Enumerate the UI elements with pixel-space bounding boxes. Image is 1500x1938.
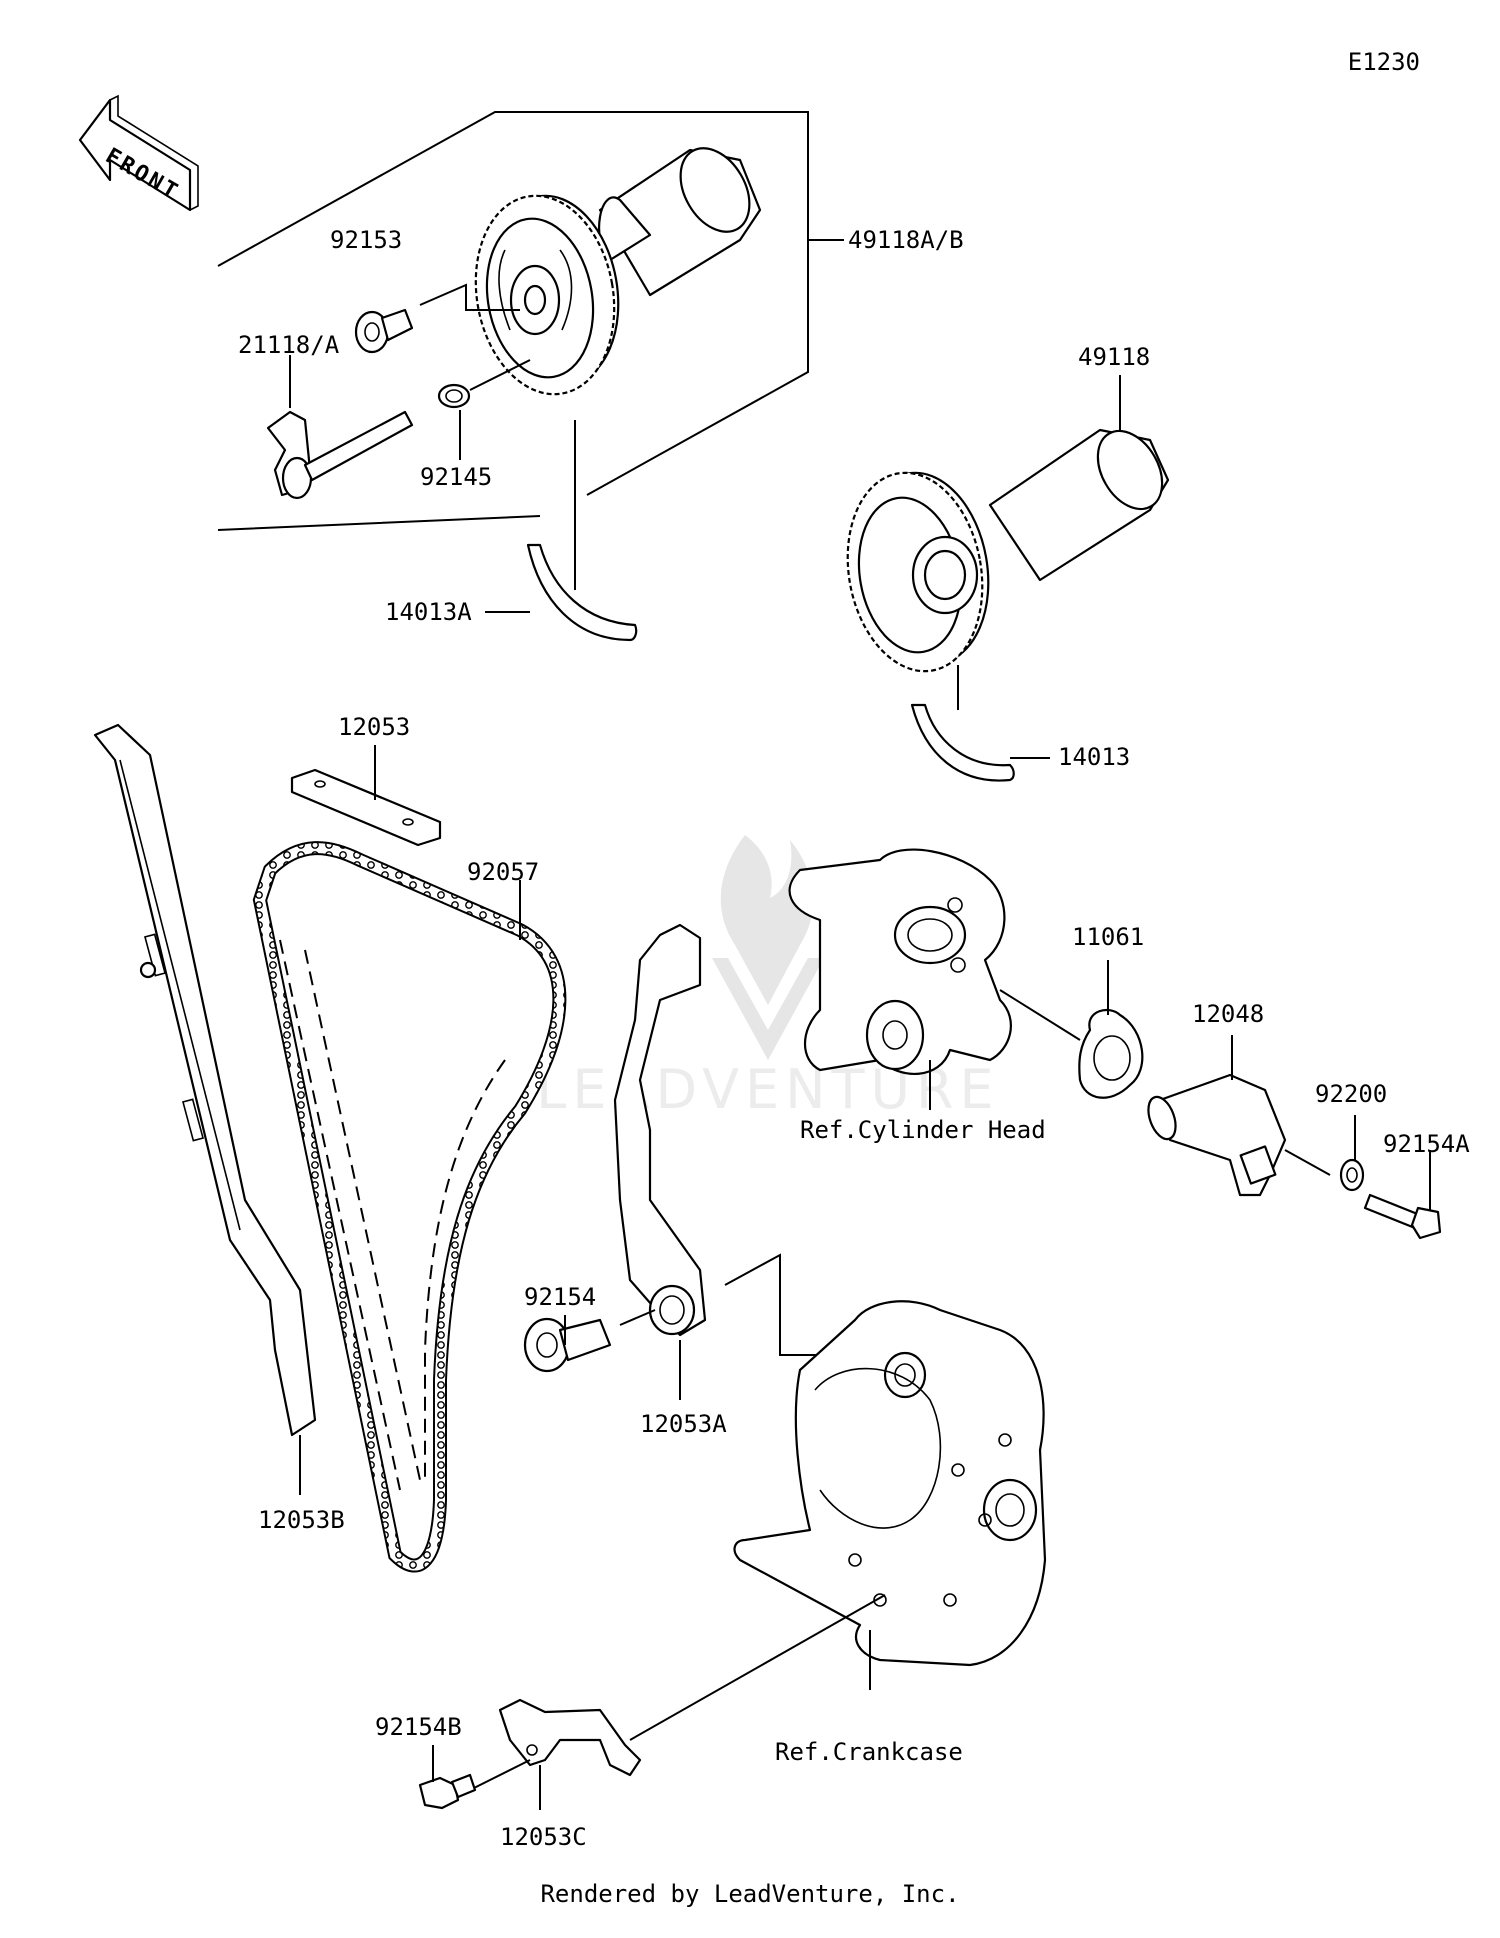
label-92154a: 92154A <box>1383 1130 1470 1158</box>
label-ref-crankcase: Ref.Crankcase <box>775 1738 963 1766</box>
gasket-11061 <box>1078 1008 1144 1099</box>
crankcase-ref <box>733 1300 1047 1667</box>
bolt-92154 <box>523 1317 612 1373</box>
label-92145: 92145 <box>420 463 492 491</box>
camshaft-49118 <box>846 428 1170 673</box>
label-92200: 92200 <box>1315 1080 1387 1108</box>
label-12053a: 12053A <box>640 1410 727 1438</box>
chain-92057 <box>252 841 567 1573</box>
decompressor-21118a <box>266 410 414 500</box>
bracket-12053c <box>498 1698 642 1777</box>
guide-12053b <box>93 723 317 1437</box>
label-12053c: 12053C <box>500 1823 587 1851</box>
label-49118ab: 49118A/B <box>848 226 964 254</box>
label-92057: 92057 <box>467 858 539 886</box>
label-49118: 49118 <box>1078 343 1150 371</box>
tensioner-12048 <box>1147 1073 1287 1197</box>
label-ref-cylinder-head: Ref.Cylinder Head <box>800 1116 1046 1144</box>
label-12053: 12053 <box>338 713 410 741</box>
bolt-92154b <box>418 1773 477 1810</box>
label-14013a: 14013A <box>385 598 472 626</box>
camshaft-49118ab <box>474 147 762 396</box>
washer-14013 <box>910 703 1015 782</box>
label-14013: 14013 <box>1058 743 1130 771</box>
guide-12053 <box>290 768 442 847</box>
bolt-92153 <box>354 308 414 354</box>
label-92154: 92154 <box>524 1283 596 1311</box>
spring-92145 <box>437 383 471 409</box>
front-arrow-icon: FRONT <box>78 94 199 212</box>
bolt-92154a <box>1363 1193 1442 1240</box>
label-12048: 12048 <box>1192 1000 1264 1028</box>
diagram-code: E1230 <box>1348 48 1420 76</box>
footer-credit: Rendered by LeadVenture, Inc. <box>540 1880 960 1908</box>
label-12053b: 12053B <box>258 1506 345 1534</box>
cylinder-head-ref <box>788 848 1012 1075</box>
washer-14013a <box>526 543 638 642</box>
label-92153: 92153 <box>330 226 402 254</box>
label-92154b: 92154B <box>375 1713 462 1741</box>
washer-92200 <box>1339 1158 1365 1192</box>
guide-12053a <box>613 923 707 1337</box>
label-11061: 11061 <box>1072 923 1144 951</box>
label-21118a: 21118/A <box>238 331 340 359</box>
